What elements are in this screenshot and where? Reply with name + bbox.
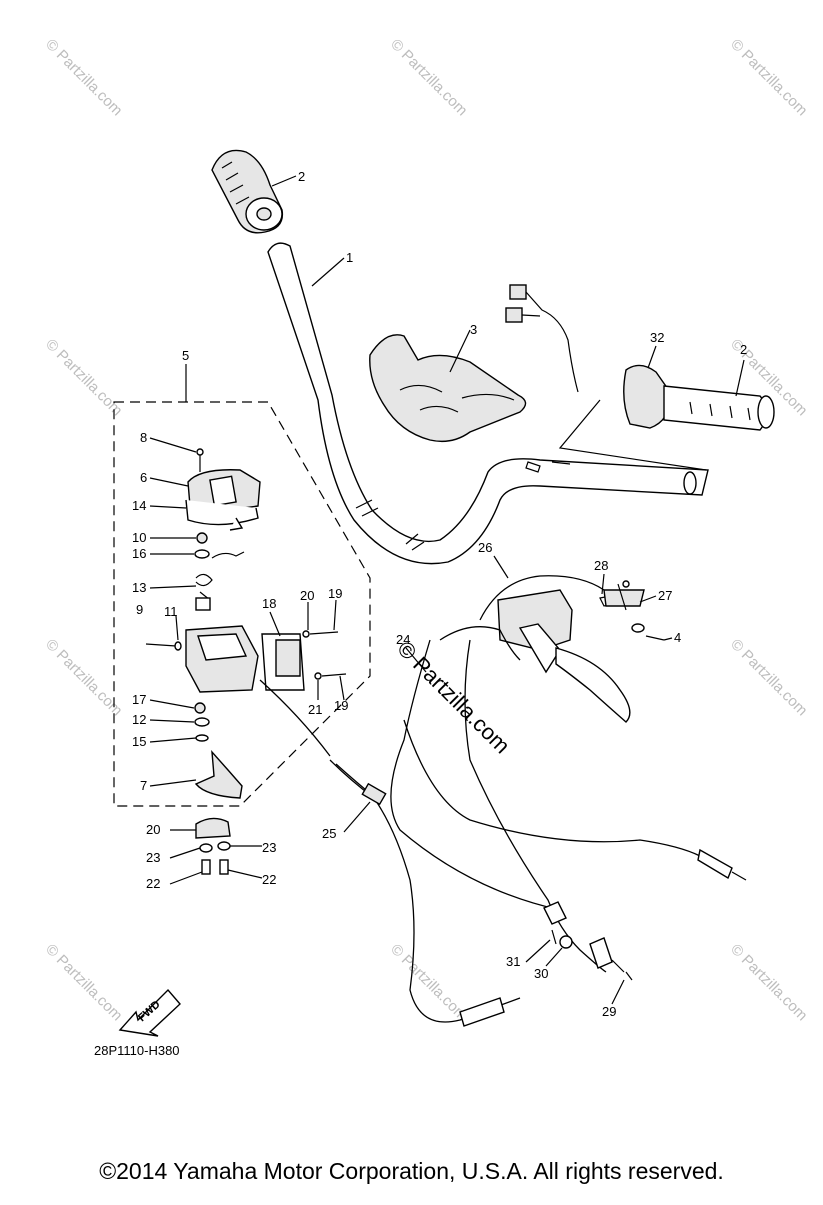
callout-23: 23 [146,850,160,865]
left-switch-parts [145,448,347,799]
callout-10: 10 [132,530,146,545]
callout-32: 32 [650,330,664,345]
switch-assembly-group-outline [113,401,371,807]
brake-lever-assembly [497,580,665,723]
callout-22: 22 [146,876,160,891]
callout-2: 2 [298,169,305,184]
handlebar-cover [369,334,527,443]
watermark: © Partzilla.com [727,36,810,119]
callout-31: 31 [506,954,520,969]
callout-18: 18 [262,596,276,611]
watermark: © Partzilla.com [42,336,125,419]
callout-25: 25 [322,826,336,841]
callout-29: 29 [602,1004,616,1019]
callout-12: 12 [132,712,146,727]
callout-17: 17 [132,692,146,707]
callout-20: 20 [300,588,314,603]
callout-19: 19 [328,586,342,601]
cables [259,575,747,1027]
watermark: © Partzilla.com [727,636,810,719]
callout-30: 30 [534,966,548,981]
copyright-notice: ©2014 Yamaha Motor Corporation, U.S.A. A… [99,1158,724,1184]
clamp-parts [195,817,231,875]
callout-23: 23 [262,840,276,855]
leader-lines [149,175,745,1005]
callout-27: 27 [658,588,672,603]
callout-labels: 2 1 3 32 2 5 8 6 14 10 16 13 9 11 18 20 … [94,169,747,1058]
callout-22: 22 [262,872,276,887]
callout-4: 4 [674,630,681,645]
callout-5: 5 [182,348,189,363]
callout-16: 16 [132,546,146,561]
callout-6: 6 [140,470,147,485]
callout-8: 8 [140,430,147,445]
callout-20: 21 [308,702,322,717]
callout-7: 7 [140,778,147,793]
callout-1: 1 [346,250,353,265]
watermark: © Partzilla.com [42,636,125,719]
handlebar [267,242,709,565]
callout-11: 11 [164,604,178,619]
forward-direction-arrow: FWD [118,988,181,1037]
callout-9: 9 [136,602,143,617]
callout-19: 19 [334,698,348,713]
watermark: © Partzilla.com [387,941,470,1024]
watermark: © Partzilla.com [387,36,470,119]
callout-24: 24 [396,632,410,647]
callout-14: 14 [132,498,146,513]
left-grip [211,149,284,234]
callout-3: 3 [470,322,477,337]
callout-28: 28 [594,558,608,573]
callout-13: 13 [132,580,146,595]
watermark: © Partzilla.com [727,941,810,1024]
diagram-code: 28P1110-H380 [94,1043,180,1058]
callout-15: 15 [132,734,146,749]
watermark: © Partzilla.com [42,941,125,1024]
callout-21: 20 [146,822,160,837]
right-switch-assembly [505,284,775,471]
callout-26: 26 [478,540,492,555]
watermark: © Partzilla.com [42,36,125,119]
callout-2: 2 [740,342,747,357]
